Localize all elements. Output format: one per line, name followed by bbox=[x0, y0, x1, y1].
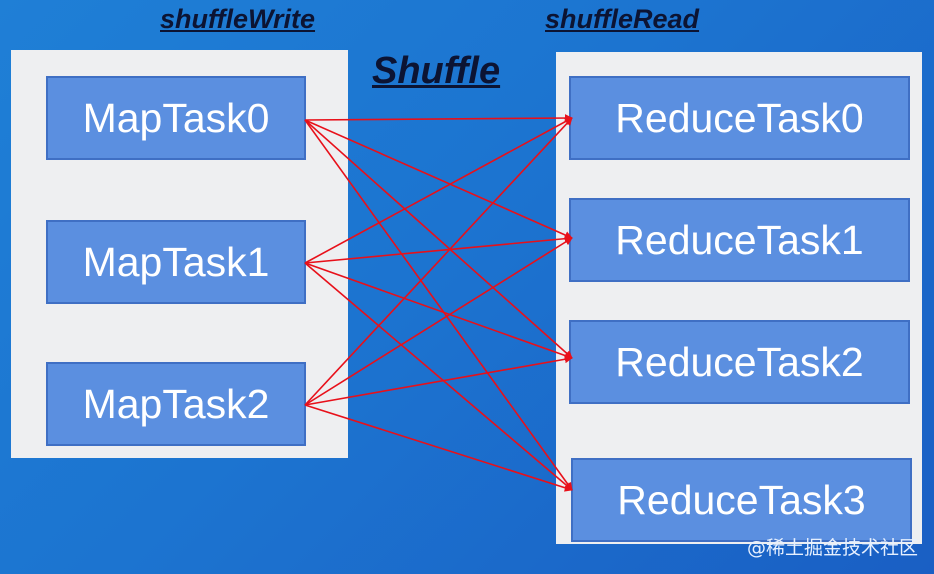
watermark: @稀土掘金技术社区 bbox=[746, 537, 918, 559]
reduce-task-0: ReduceTask0 bbox=[569, 76, 910, 160]
arrow-map2-reduce0 bbox=[304, 117, 573, 406]
map-task-0: MapTask0 bbox=[46, 76, 306, 160]
map-task-1: MapTask1 bbox=[46, 220, 306, 304]
arrow-map1-reduce3 bbox=[304, 262, 573, 491]
shuffle-write-panel: MapTask0 MapTask1 MapTask2 bbox=[11, 50, 348, 458]
shuffle-title: Shuffle bbox=[372, 50, 501, 92]
reduce-task-1: ReduceTask1 bbox=[569, 198, 910, 282]
map-task-2: MapTask2 bbox=[46, 362, 306, 446]
arrow-map2-reduce3 bbox=[304, 404, 573, 492]
arrow-map0-reduce0 bbox=[304, 114, 573, 123]
arrow-map0-reduce1 bbox=[304, 119, 573, 239]
arrow-map0-reduce3 bbox=[304, 119, 573, 491]
reduce-task-3: ReduceTask3 bbox=[571, 458, 912, 542]
shuffle-read-panel: ReduceTask0 ReduceTask1 ReduceTask2 Redu… bbox=[556, 52, 922, 544]
arrow-map1-reduce1 bbox=[304, 234, 573, 264]
arrow-map2-reduce1 bbox=[304, 237, 573, 406]
shuffle-read-heading: shuffleRead bbox=[545, 4, 700, 34]
arrow-map1-reduce2 bbox=[304, 262, 573, 360]
arrow-map1-reduce0 bbox=[304, 117, 573, 264]
arrow-map2-reduce2 bbox=[304, 355, 573, 406]
shuffle-write-heading: shuffleWrite bbox=[160, 4, 316, 34]
arrow-map0-reduce2 bbox=[304, 119, 573, 359]
